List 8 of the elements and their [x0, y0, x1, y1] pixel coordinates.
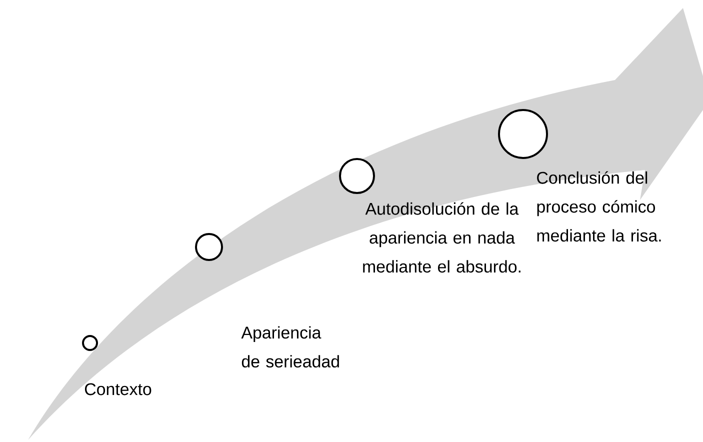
- circle-marker: [498, 109, 548, 159]
- circle-marker: [82, 335, 98, 351]
- step-label: Apariencia de serieadad: [241, 326, 339, 368]
- step-label: Autodisolución de la apariencia en nada mediante el absurdo.: [363, 202, 520, 273]
- step-label: Contexto: [84, 383, 152, 396]
- circle-marker: [339, 158, 375, 194]
- step-label: Conclusión del proceso cómico mediante la risa.: [537, 171, 661, 242]
- circle-marker: [195, 233, 223, 261]
